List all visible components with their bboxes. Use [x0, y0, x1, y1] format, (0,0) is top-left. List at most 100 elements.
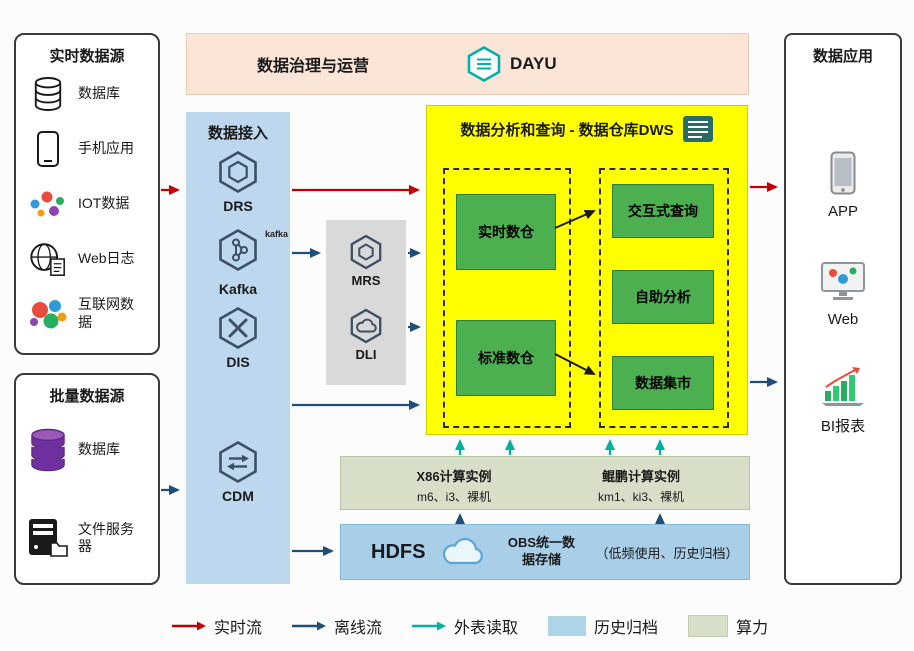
source-item-mobile-app: 手机应用: [16, 121, 158, 176]
service-label: DRS: [223, 198, 253, 214]
data-applications-panel: 数据应用 APP Web: [784, 33, 902, 585]
source-item-label: 文件服务器: [78, 520, 134, 555]
service-cdm: CDM: [186, 440, 290, 504]
source-item-database-batch: 数据库: [16, 406, 158, 494]
dis-icon: [219, 307, 257, 349]
module-data-mart: 数据集市: [612, 356, 714, 410]
legend-history-archive: 历史归档: [548, 614, 658, 638]
module-self-service-analysis: 自助分析: [612, 270, 714, 324]
dws-title-row: 数据分析和查询 - 数据仓库DWS: [427, 106, 747, 143]
cdm-icon: [219, 441, 257, 483]
storage-panel: HDFS OBS统一数据存储 （低频使用、历史归档）: [340, 524, 750, 580]
iot-icon: [30, 191, 64, 216]
source-item-label: 数据库: [78, 441, 120, 458]
legend-compute-power: 算力: [688, 614, 768, 638]
compute-instances-panel: X86计算实例 m6、i3、裸机 鲲鹏计算实例 km1、ki3、裸机: [340, 456, 750, 510]
legend: 实时流 离线流 外表读取 历史归档 算力: [172, 614, 768, 638]
dayu-product: DAYU: [465, 45, 557, 83]
drs-icon: [219, 151, 257, 193]
realtime-sources-title: 实时数据源: [49, 48, 125, 65]
source-item-label: 数据库: [78, 84, 120, 101]
source-item-iot-data: IOT数据: [16, 176, 158, 231]
governance-panel: 数据治理与运营 DAYU: [186, 33, 749, 95]
application-label: APP: [827, 203, 858, 220]
data-access-panel: 数据接入 DRS kafka Kafka: [186, 112, 290, 584]
offline-flow-arrow-icon: [292, 621, 327, 631]
legend-label: 实时流: [214, 620, 263, 637]
service-label: Kafka: [218, 281, 258, 297]
web-monitor-icon: [821, 262, 865, 300]
mobile-icon: [37, 130, 59, 167]
batch-sources-panel: 批量数据源 数据库: [14, 373, 160, 585]
application-web: Web: [786, 261, 900, 328]
module-interactive-query: 交互式查询: [612, 184, 714, 238]
database-purple-icon: [31, 428, 65, 472]
obs-storage-title: OBS统一数据存储: [507, 535, 576, 567]
service-dis: DIS: [186, 306, 290, 370]
batch-sources-title: 批量数据源: [49, 388, 125, 405]
source-item-web-log: Web日志: [16, 231, 158, 286]
web-log-icon: [30, 242, 65, 276]
service-label: CDM: [222, 488, 254, 504]
external-read-arrow-icon: [412, 621, 447, 631]
middleware-panel: MRS DLI: [326, 220, 406, 385]
dayu-icon: [467, 46, 501, 82]
obs-storage-note: （低频使用、历史归档）: [595, 545, 739, 561]
kunpeng-title: 鲲鹏计算实例: [601, 469, 680, 484]
source-item-internet-data: 互联网数据: [16, 286, 158, 341]
realtime-sources-panel: 实时数据源 数据库 手机应用: [14, 33, 160, 355]
data-access-title: 数据接入: [207, 125, 268, 142]
kafka-wordmark: kafka: [264, 229, 288, 239]
data-applications-title: 数据应用: [812, 48, 873, 65]
compute-power-swatch: [688, 615, 729, 637]
source-item-label: Web日志: [78, 249, 135, 266]
app-phone-icon: [830, 151, 856, 195]
obs-cloud-icon: [443, 537, 484, 565]
legend-realtime-flow: 实时流: [172, 614, 262, 638]
application-label: BI报表: [820, 418, 866, 435]
service-drs: DRS: [186, 150, 290, 214]
legend-external-read: 外表读取: [412, 614, 518, 638]
icon-cell: [24, 75, 72, 113]
dayu-label: DAYU: [510, 54, 557, 73]
report-icon: [682, 116, 713, 142]
warehouse-group: 实时数仓 标准数仓: [443, 168, 571, 428]
x86-detail: m6、i3、裸机: [416, 490, 491, 504]
service-label: DLI: [355, 347, 377, 362]
analysis-group: 交互式查询 自助分析 数据集市: [599, 168, 729, 428]
service-label: MRS: [351, 273, 381, 288]
file-server-icon: [29, 519, 68, 557]
dli-icon: [350, 308, 382, 344]
legend-label: 外表读取: [454, 620, 519, 637]
service-label: DIS: [226, 354, 250, 370]
icon-cell: [24, 427, 72, 473]
kafka-icon: [219, 229, 257, 271]
x86-compute-group: X86计算实例 m6、i3、裸机: [359, 466, 549, 505]
legend-label: 历史归档: [594, 620, 659, 637]
source-item-database: 数据库: [16, 66, 158, 121]
dws-title: 数据分析和查询 - 数据仓库DWS: [460, 121, 674, 139]
governance-title: 数据治理与运营: [257, 58, 370, 75]
dws-panel: 数据分析和查询 - 数据仓库DWS 实时数仓 标准数仓 交互式查询 自助分析 数…: [426, 105, 748, 435]
application-app: APP: [786, 151, 900, 220]
internet-data-icon: [30, 299, 67, 328]
source-item-label: 互联网数据: [78, 296, 134, 330]
source-item-label: IOT数据: [78, 194, 130, 211]
kunpeng-compute-group: 鲲鹏计算实例 km1、ki3、裸机: [546, 466, 736, 505]
icon-cell: [24, 189, 72, 219]
source-item-file-server: 文件服务器: [16, 494, 158, 582]
application-bi-report: BI报表: [786, 365, 900, 436]
application-label: Web: [827, 311, 859, 328]
service-dli: DLI: [326, 308, 406, 362]
legend-offline-flow: 离线流: [292, 614, 382, 638]
icon-cell: [24, 517, 72, 559]
database-icon: [34, 76, 62, 111]
module-realtime-warehouse: 实时数仓: [456, 194, 556, 270]
bi-report-icon: [822, 367, 864, 406]
legend-label: 算力: [736, 620, 769, 637]
hdfs-label: HDFS: [371, 540, 426, 563]
mrs-icon: [350, 234, 382, 270]
icon-cell: [24, 297, 72, 331]
kunpeng-detail: km1、ki3、裸机: [597, 490, 684, 504]
